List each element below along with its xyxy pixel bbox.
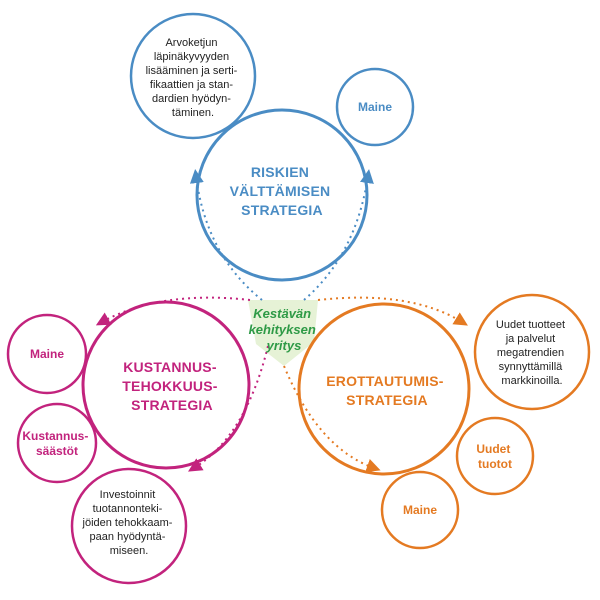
cost-strategy-title: KUSTANNUS- TEHOKKUUS- STRATEGIA (122, 359, 221, 413)
diff-arrow-top (317, 296, 468, 326)
diff-maine-label: Maine (403, 503, 437, 517)
risk-note-circle (129, 12, 257, 140)
cost-maine-label: Maine (30, 347, 64, 361)
risk-strategy-circle (195, 108, 369, 282)
diff-strategy-title: EROTTAUTUMIS- STRATEGIA (326, 373, 448, 408)
cost-strategy-circle (81, 300, 251, 470)
cost-note-circle (70, 467, 188, 585)
cost-note-text: Investoinnit tuotannonteki- jöiden tehok… (82, 489, 176, 557)
diff-arrow-bottom (283, 365, 381, 473)
risk-strategy-group: RISKIEN VÄLTTÄMISEN STRATEGIA Arvoketjun… (129, 12, 415, 301)
diff-products-label: Uudet tuotot (476, 442, 513, 471)
risk-maine-circle (335, 67, 415, 147)
cost-savings-circle (16, 402, 98, 484)
cost-strategy-group: KUSTANNUS- TEHOKKUUS- STRATEGIA Maine Ku… (6, 296, 269, 585)
cost-arrow-bottom (188, 345, 269, 472)
diff-products-circle (455, 416, 535, 496)
risk-strategy-title: RISKIEN VÄLTTÄMISEN STRATEGIA (230, 164, 335, 218)
risk-arrow-left (189, 169, 263, 301)
diff-strategy-circle (297, 302, 471, 476)
diff-maine-circle (380, 470, 460, 550)
cost-savings-label: Kustannus- säästöt (22, 429, 91, 458)
risk-note-text: Arvoketjun läpinäkyvyyden lisääminen ja … (146, 37, 241, 119)
center-highlight (248, 300, 318, 366)
diff-note-text: Uudet tuotteet ja palvelut megatrendien … (496, 319, 568, 387)
diff-strategy-group: EROTTAUTUMIS- STRATEGIA Uudet tuotteet j… (283, 293, 591, 550)
diff-note-circle (473, 293, 591, 411)
center-label: Kestävän kehityksen yritys (249, 306, 320, 353)
cost-maine-circle (6, 313, 88, 395)
risk-maine-label: Maine (358, 100, 392, 114)
